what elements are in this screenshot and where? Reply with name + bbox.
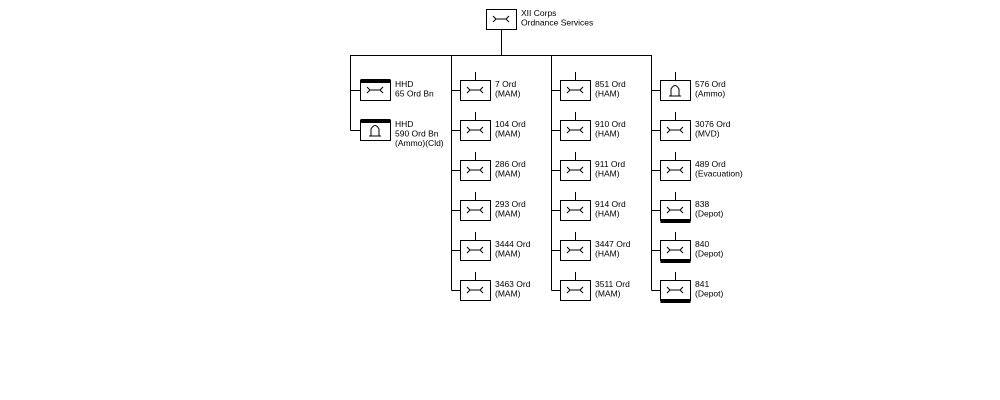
unit-label-line: (Ammo)(Cld) [395,138,444,148]
unit-label-line: (MAM) [495,129,521,139]
unit-label-line: 3463 Ord [495,279,531,289]
unit-label-line: 104 Ord [495,119,526,129]
unit-label-line: 3511 Ord [595,279,630,289]
unit-label-line: (HAM) [595,169,620,179]
ordnance-icon [466,86,484,94]
unit-label-line: 489 Ord [695,159,726,169]
unit-ham-0: 851 Ord(HAM) [560,79,626,101]
unit-label-line: 851 Ord [595,79,626,89]
unit-label-line: 914 Ord [595,199,626,209]
depot-bar [660,259,691,263]
unit-label-line: (HAM) [595,129,620,139]
ordnance-icon [666,126,684,134]
ordnance-icon [566,286,584,294]
depot-bar [660,219,691,223]
ordnance-icon [666,166,684,174]
unit-label-line: (HAM) [595,89,620,99]
unit-mam-1: 104 Ord(MAM) [460,119,526,141]
unit-label-line: 286 Ord [495,159,526,169]
ordnance-icon [466,206,484,214]
ordnance-icon [566,166,584,174]
unit-label-line: 7 Ord [495,79,517,89]
ordnance-icon [566,126,584,134]
ammunition-icon [669,85,681,97]
unit-symbol-box [360,120,391,141]
unit-other-4: 840(Depot) [660,239,724,263]
unit-label-line: (Depot) [695,249,724,259]
unit-symbol-box [660,80,691,101]
ordnance-icon [566,86,584,94]
unit-label-line: 910 Ord [595,119,626,129]
unit-label-line: (Depot) [695,209,724,219]
unit-other-3: 838(Depot) [660,199,724,223]
ordnance-icon [466,246,484,254]
unit-label-line: 293 Ord [495,199,526,209]
headquarters-bar [360,119,391,123]
unit-label-line: 911 Ord [595,159,625,169]
unit-label-line: 3444 Ord [495,239,531,249]
unit-other-2: 489 Ord(Evacuation) [660,159,743,181]
unit-mam-3: 293 Ord(MAM) [460,199,526,221]
unit-label-line: HHD [395,79,413,89]
ordnance-icon [492,15,510,23]
ordnance-icon [666,286,684,294]
unit-label-line: 576 Ord [695,79,726,89]
unit-other-5: 841(Depot) [660,279,724,303]
unit-label-line: 590 Ord Bn [395,129,439,139]
unit-label-line: 838 [695,199,709,209]
depot-bar [660,299,691,303]
unit-label-line: (MAM) [495,249,521,259]
unit-ham-5: 3511 Ord(MAM) [560,279,630,301]
unit-ham-4: 3447 Ord(HAM) [560,239,631,261]
ordnance-icon [566,206,584,214]
ordnance-icon [466,286,484,294]
unit-label-line: (MAM) [495,169,521,179]
ordnance-icon [466,166,484,174]
ordnance-icon [366,86,384,94]
unit-label-line: (MAM) [595,289,621,299]
unit-other-1: 3076 Ord(MVD) [660,119,731,141]
unit-label-line: XII Corps [521,8,556,18]
unit-label-line: 840 [695,239,709,249]
ordnance-icon [666,206,684,214]
unit-label-line: HHD [395,119,413,129]
unit-ham-1: 910 Ord(HAM) [560,119,626,141]
ordnance-icon [566,246,584,254]
unit-mam-2: 286 Ord(MAM) [460,159,526,181]
unit-label-line: (MAM) [495,89,521,99]
unit-ham-2: 911 Ord(HAM) [560,159,625,181]
unit-label-line: (Evacuation) [695,169,743,179]
unit-mam-4: 3444 Ord(MAM) [460,239,531,261]
headquarters-bar [360,79,391,83]
unit-label-line: 841 [695,279,709,289]
unit-ham-3: 914 Ord(HAM) [560,199,626,221]
unit-label-line: (HAM) [595,249,620,259]
ammunition-icon [369,125,381,137]
unit-mam-0: 7 Ord(MAM) [460,79,521,101]
ordnance-icon [466,126,484,134]
unit-label-line: (MAM) [495,289,521,299]
unit-label-line: (MVD) [695,129,720,139]
ordnance-icon [666,246,684,254]
unit-mam-5: 3463 Ord(MAM) [460,279,531,301]
unit-label-line: (HAM) [595,209,620,219]
unit-label-line: 3076 Ord [695,119,731,129]
unit-label-line: 3447 Ord [595,239,631,249]
unit-label-line: (Ammo) [695,89,725,99]
unit-label-line: Ordnance Services [521,18,593,28]
unit-label-line: (Depot) [695,289,724,299]
unit-label-line: 65 Ord Bn [395,89,434,99]
unit-other-0: 576 Ord(Ammo) [660,79,726,101]
unit-label-line: (MAM) [495,209,521,219]
